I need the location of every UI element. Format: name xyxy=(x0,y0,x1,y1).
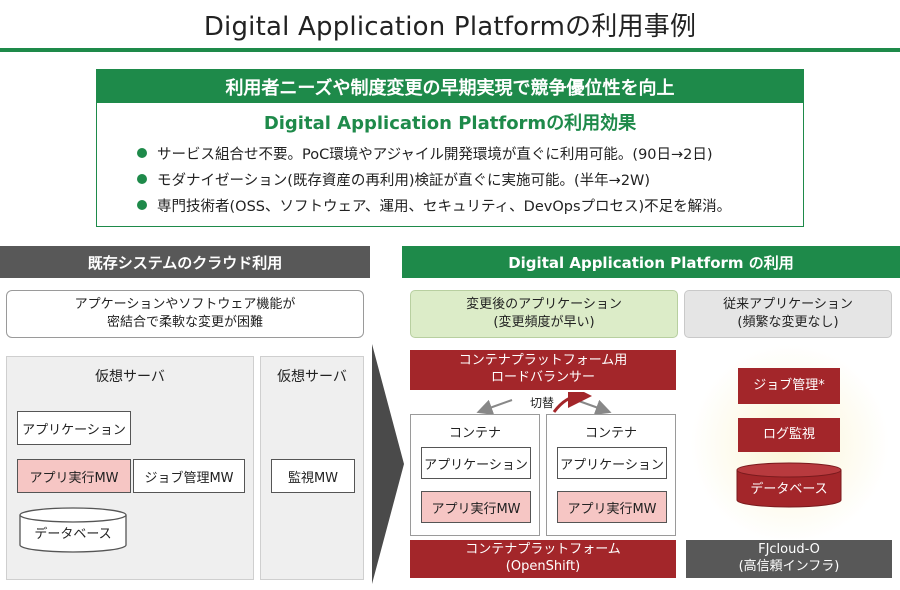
app-runtime-mw-box: アプリ実行MW xyxy=(17,459,131,493)
monitoring-mw-box: 監視MW xyxy=(271,459,355,493)
switch-label: 切替 xyxy=(529,395,554,410)
container-platform-line2: (OpenShift) xyxy=(505,559,581,574)
legacy-app-box: 従来アプリケーション (頻繁な変更なし) xyxy=(684,290,892,338)
benefit-subtitle: Digital Application Platformの利用効果 xyxy=(263,113,637,134)
load-balancer-line1: コンテナプラットフォーム用 xyxy=(458,353,628,369)
app-runtime-mw-box: アプリ実行MW xyxy=(421,491,531,523)
container-frame: コンテナ アプリケーション アプリ実行MW xyxy=(546,414,676,536)
container-title: コンテナ xyxy=(584,425,637,441)
benefit-header: 利用者ニーズや制度変更の早期実現で競争優位性を向上 xyxy=(97,70,803,103)
database-label: データベース xyxy=(34,526,112,542)
fjcloud-line1: FJcloud-O xyxy=(758,542,820,558)
virtual-server-panel: 仮想サーバ 監視MW xyxy=(260,356,364,580)
job-mgmt-mw-box: ジョブ管理MW xyxy=(133,459,245,493)
application-box: アプリケーション xyxy=(421,447,531,479)
benefit-bullet: モダナイゼーション(既存資産の再利用)検証が直ぐに実施可能。(半年→2W) xyxy=(137,168,777,190)
changed-app-line1: 変更後のアプリケーション xyxy=(466,297,622,313)
left-note: アプケーションやソフトウェア機能が 密結合で柔軟な変更が困難 xyxy=(6,290,364,338)
changed-app-box: 変更後のアプリケーション (変更頻度が早い) xyxy=(410,290,678,338)
container-platform-bar: コンテナプラットフォーム (OpenShift) xyxy=(410,540,676,578)
container-title: コンテナ xyxy=(448,425,501,441)
left-note-line1: アプケーションやソフトウェア機能が xyxy=(74,297,296,313)
load-balancer-line2: ロードバランサー xyxy=(490,370,595,385)
left-note-line2: 密結合で柔軟な変更が困難 xyxy=(106,315,263,330)
log-monitoring-box: ログ監視 xyxy=(738,418,840,452)
bullet-dot-icon xyxy=(137,174,147,184)
benefit-box: 利用者ニーズや制度変更の早期実現で競争優位性を向上 Digital Applic… xyxy=(96,69,804,227)
bullet-text: サービス組合せ不要。PoC環境やアジャイル開発環境が直ぐに利用可能。(90日→2… xyxy=(157,146,713,163)
application-box: アプリケーション xyxy=(17,411,131,445)
virtual-server-title: 仮想サーバ xyxy=(277,369,347,385)
bullet-dot-icon xyxy=(137,148,147,158)
database-icon xyxy=(19,507,127,553)
load-balancer-bar: コンテナプラットフォーム用 ロードバランサー xyxy=(410,350,676,390)
database-icon xyxy=(736,462,842,508)
changed-app-line2: (変更頻度が早い) xyxy=(493,315,595,330)
bullet-text: モダナイゼーション(既存資産の再利用)検証が直ぐに実施可能。(半年→2W) xyxy=(157,172,651,189)
virtual-server-title: 仮想サーバ xyxy=(95,369,165,385)
page-title: Digital Application Platformの利用事例 xyxy=(203,11,697,42)
benefit-bullet: サービス組合せ不要。PoC環境やアジャイル開発環境が直ぐに利用可能。(90日→2… xyxy=(137,142,777,164)
transition-arrow-icon xyxy=(372,344,404,584)
job-mgmt-box: ジョブ管理* xyxy=(738,368,840,404)
legacy-app-line1: 従来アプリケーション xyxy=(723,297,853,313)
app-runtime-mw-box: アプリ実行MW xyxy=(557,491,667,523)
bullet-text: 専門技術者(OSS、ソフトウェア、運用、セキュリティ、DevOpsプロセス)不足… xyxy=(157,198,732,215)
container-platform-line1: コンテナプラットフォーム xyxy=(465,542,621,558)
title-rule xyxy=(0,48,900,52)
legacy-app-line2: (頻繁な変更なし) xyxy=(737,315,839,330)
application-box: アプリケーション xyxy=(557,447,667,479)
container-frame: コンテナ アプリケーション アプリ実行MW xyxy=(410,414,540,536)
fjcloud-line2: (高信頼インフラ) xyxy=(738,559,840,574)
virtual-server-panel: 仮想サーバ アプリケーション アプリ実行MW ジョブ管理MW データベース xyxy=(6,356,254,580)
fjcloud-bar: FJcloud-O (高信頼インフラ) xyxy=(686,540,892,578)
database-label: データベース xyxy=(750,481,828,497)
bullet-dot-icon xyxy=(137,200,147,210)
right-section-header: Digital Application Platform の利用 xyxy=(402,246,900,278)
switch-arrows-icon xyxy=(476,392,612,415)
benefit-bullet: 専門技術者(OSS、ソフトウェア、運用、セキュリティ、DevOpsプロセス)不足… xyxy=(137,194,777,216)
left-section-header: 既存システムのクラウド利用 xyxy=(0,246,370,278)
